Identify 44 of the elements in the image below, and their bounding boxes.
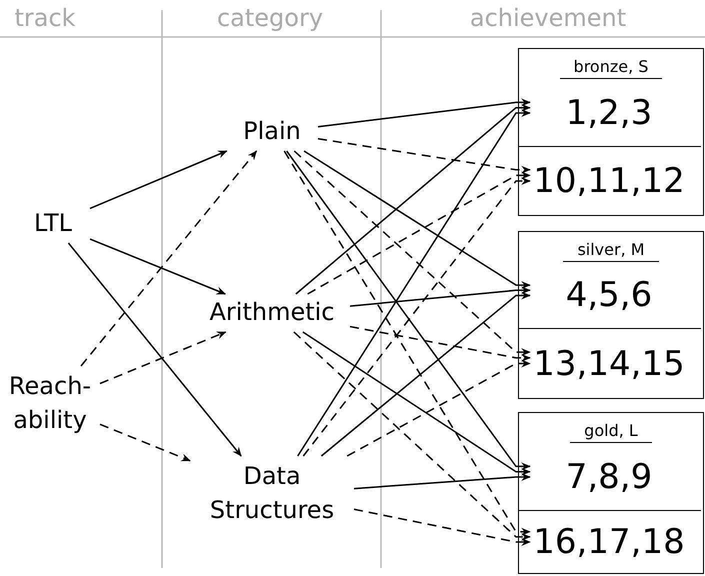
- arrow: [354, 473, 531, 490]
- column-header: track: [14, 4, 76, 32]
- arrow: [307, 171, 531, 295]
- achievement-box: [518, 48, 704, 216]
- arrow: [294, 150, 531, 356]
- column-header: achievement: [470, 4, 626, 32]
- problem-set: 16,17,18: [518, 510, 700, 574]
- arrow: [302, 331, 531, 476]
- arrow: [80, 150, 258, 366]
- level-heading: gold, L: [570, 421, 652, 443]
- arrow: [350, 326, 531, 362]
- category-label: Data Structures: [194, 458, 350, 530]
- arrow: [100, 331, 226, 384]
- problem-set: 4,5,6: [518, 262, 700, 328]
- track-label: Reach-ability: [4, 368, 96, 440]
- level-heading: bronze, S: [560, 57, 662, 79]
- track-label: LTL: [20, 207, 86, 241]
- arrow: [350, 286, 531, 307]
- problem-set: 10,11,12: [518, 146, 700, 216]
- achievement-box: [518, 231, 704, 399]
- arrow: [302, 177, 531, 456]
- level-heading: silver, M: [563, 240, 659, 262]
- category-label: Plain: [230, 115, 314, 149]
- arrow: [295, 104, 531, 295]
- problem-set: 13,14,15: [518, 328, 700, 398]
- arrow: [346, 360, 531, 457]
- arrow: [297, 109, 531, 456]
- arrow: [90, 238, 226, 295]
- arrow: [100, 424, 191, 462]
- arrow: [318, 138, 531, 174]
- arrow: [304, 150, 531, 290]
- arrow: [68, 242, 242, 457]
- category-label: Arithmetic: [198, 296, 346, 330]
- arrow: [90, 150, 228, 210]
- problem-set: 7,8,9: [518, 444, 700, 510]
- arrow: [320, 292, 531, 457]
- arrow: [354, 508, 531, 546]
- arrow: [293, 331, 531, 541]
- arrow: [286, 150, 531, 470]
- problem-set: 1,2,3: [518, 80, 700, 146]
- arrow: [284, 150, 531, 536]
- column-header: category: [216, 4, 324, 32]
- arrow: [318, 98, 531, 128]
- achievement-box: [518, 412, 704, 574]
